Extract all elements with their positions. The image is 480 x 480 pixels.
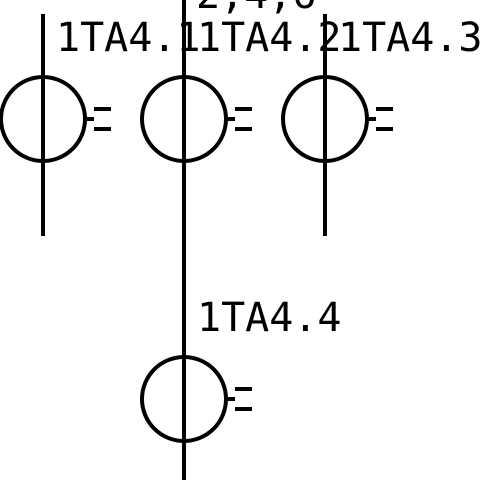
top-reference-label: 2,4,6	[196, 0, 316, 18]
current-transformer-4	[140, 355, 252, 443]
current-transformer-3	[281, 75, 393, 163]
current-transformer-1	[0, 75, 111, 163]
ct-label-3: 1TA4.3	[338, 15, 480, 61]
current-transformer-2	[140, 75, 252, 163]
ct-label-2: 1TA4.2	[197, 15, 342, 61]
ct-label-4: 1TA4.4	[197, 295, 342, 341]
ct-label-1: 1TA4.1	[56, 15, 201, 61]
